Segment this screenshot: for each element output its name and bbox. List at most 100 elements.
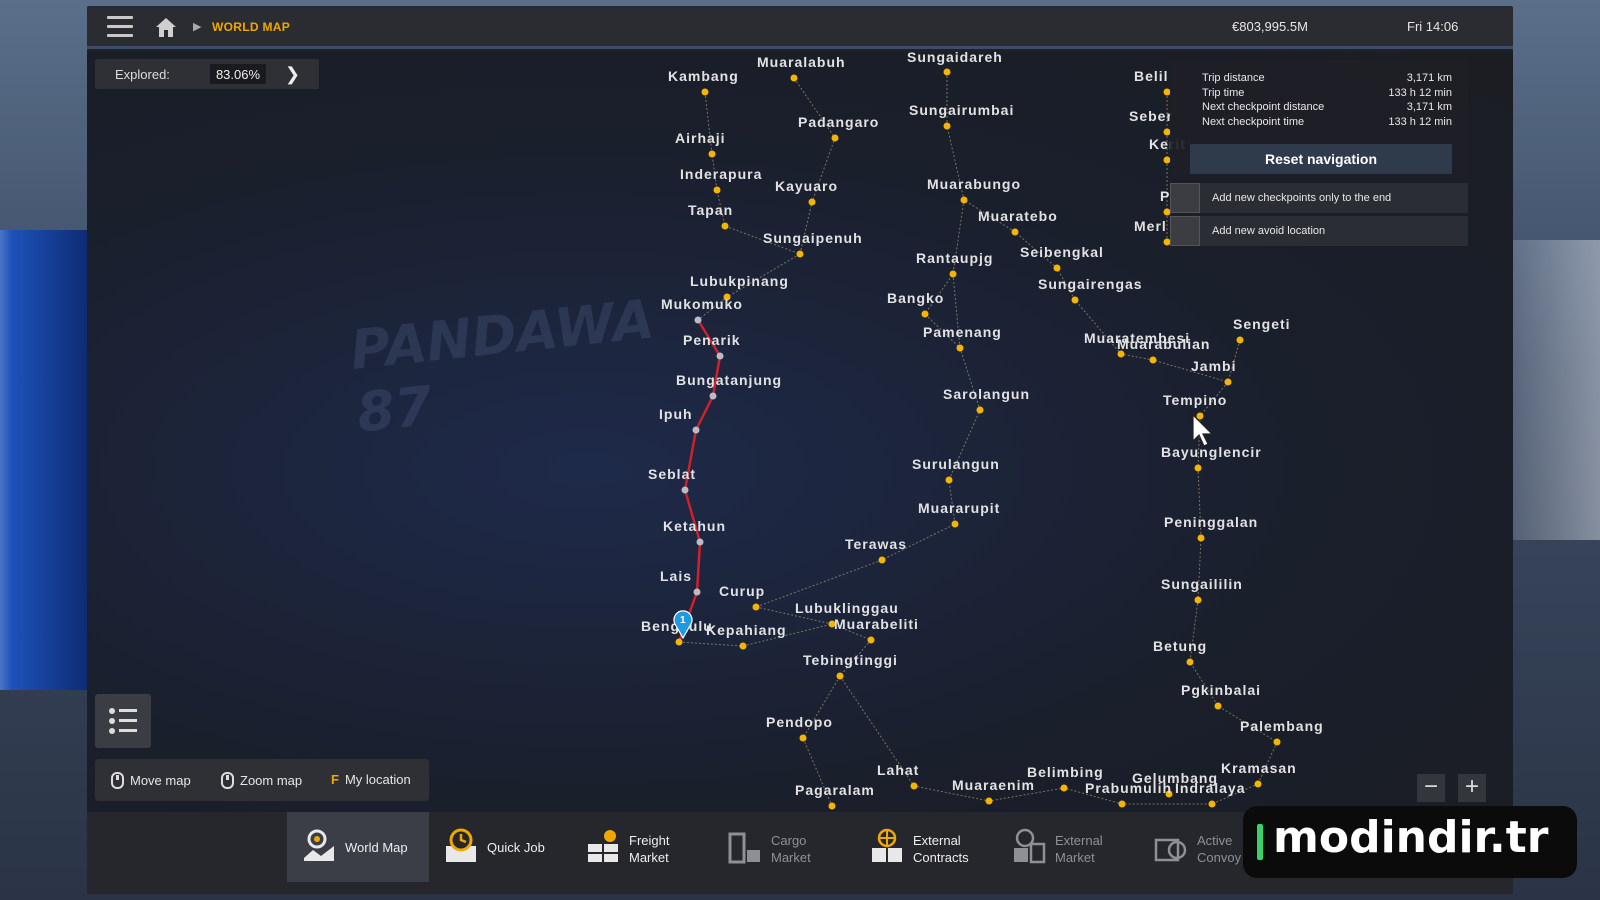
option-avoid-location[interactable]: Add new avoid location — [1170, 216, 1468, 246]
city-dot-bayunglencir[interactable] — [1194, 464, 1202, 472]
city-label-mukomuko[interactable]: Mukomuko — [661, 296, 743, 312]
city-dot-kambang[interactable] — [701, 88, 709, 96]
city-dot-belil[interactable] — [1163, 88, 1171, 96]
city-dot-kerit[interactable] — [1163, 156, 1171, 164]
city-dot-sungairengas[interactable] — [1071, 296, 1079, 304]
city-label-muaraenim[interactable]: Muaraenim — [952, 777, 1035, 793]
city-label-muarabungo[interactable]: Muarabungo — [927, 176, 1021, 192]
city-dot-peninggalan[interactable] — [1197, 534, 1205, 542]
city-label-terawas[interactable]: Terawas — [845, 536, 907, 552]
city-label-muararupit[interactable]: Muararupit — [918, 500, 1000, 516]
city-dot-kramasan[interactable] — [1254, 780, 1262, 788]
city-dot-muaratebo[interactable] — [1011, 228, 1019, 236]
city-dot-sarolangun[interactable] — [976, 406, 984, 414]
city-dot-lahat[interactable] — [910, 782, 918, 790]
city-dot-muarabungo[interactable] — [960, 196, 968, 204]
city-label-surulangun[interactable]: Surulangun — [912, 456, 1000, 472]
city-dot-penarik[interactable] — [716, 352, 724, 360]
city-label-seber[interactable]: Seber — [1129, 108, 1173, 124]
city-dot-padangaro[interactable] — [831, 134, 839, 142]
city-label-seibengkal[interactable]: Seibengkal — [1020, 244, 1104, 260]
city-dot-muarabulian[interactable] — [1149, 356, 1157, 364]
city-label-pamenang[interactable]: Pamenang — [923, 324, 1002, 340]
hamburger-menu-icon[interactable] — [107, 16, 133, 38]
city-dot-ipuh[interactable] — [692, 426, 700, 434]
city-label-rantaupjg[interactable]: Rantaupjg — [916, 250, 993, 266]
city-dot-muarabeliti[interactable] — [867, 636, 875, 644]
city-label-indralaya[interactable]: Indralaya — [1175, 780, 1245, 796]
zoom-in-button[interactable]: + — [1458, 774, 1486, 802]
city-dot-palembang[interactable] — [1273, 738, 1281, 746]
avoid-location-checkbox[interactable] — [1170, 216, 1200, 246]
city-dot-sungairumbai[interactable] — [943, 122, 951, 130]
city-label-bangko[interactable]: Bangko — [887, 290, 944, 306]
city-label-lubuklinggau[interactable]: Lubuklinggau — [795, 600, 899, 616]
zoom-out-button[interactable]: − — [1417, 774, 1445, 802]
dock-quick-job[interactable]: Quick Job — [429, 812, 571, 882]
city-dot-pagaralam[interactable] — [828, 802, 836, 810]
city-dot-sengeti[interactable] — [1236, 336, 1244, 344]
city-dot-muararupit[interactable] — [951, 520, 959, 528]
city-dot-sungaipenuh[interactable] — [796, 250, 804, 258]
city-dot-airhaji[interactable] — [708, 150, 716, 158]
city-label-sungaipenuh[interactable]: Sungaipenuh — [763, 230, 863, 246]
city-label-pagaralam[interactable]: Pagaralam — [795, 782, 875, 798]
city-dot-muaraenim[interactable] — [985, 797, 993, 805]
city-label-lahat[interactable]: Lahat — [877, 762, 919, 778]
city-label-prabumulih[interactable]: Prabumulih — [1085, 780, 1172, 796]
city-dot-betung[interactable] — [1186, 658, 1194, 666]
city-dot-merl[interactable] — [1163, 238, 1171, 246]
city-label-bayunglencir[interactable]: Bayunglencir — [1161, 444, 1262, 460]
city-label-palembang[interactable]: Palembang — [1240, 718, 1324, 734]
city-dot-curup[interactable] — [752, 603, 760, 611]
city-label-tebingtinggi[interactable]: Tebingtinggi — [803, 652, 898, 668]
city-dot-kayuaro[interactable] — [808, 198, 816, 206]
dock-world-map[interactable]: World Map — [287, 812, 429, 882]
city-label-sengeti[interactable]: Sengeti — [1233, 316, 1291, 332]
checkpoint-marker-icon[interactable] — [673, 610, 693, 640]
city-label-jambi[interactable]: Jambi — [1191, 358, 1236, 374]
city-label-belil[interactable]: Belil — [1134, 68, 1169, 84]
city-label-muarabeliti[interactable]: Muarabeliti — [834, 616, 919, 632]
city-dot-terawas[interactable] — [878, 556, 886, 564]
city-label-sungaililin[interactable]: Sungaililin — [1161, 576, 1243, 592]
city-label-muaratembesi[interactable]: Muaratembesi — [1084, 330, 1190, 346]
city-dot-inderapura[interactable] — [713, 186, 721, 194]
city-label-sungairumbai[interactable]: Sungairumbai — [909, 102, 1014, 118]
city-dot-bangko[interactable] — [921, 310, 929, 318]
city-dot-kepahiang[interactable] — [739, 642, 747, 650]
city-label-tapan[interactable]: Tapan — [688, 202, 733, 218]
city-dot-tapan[interactable] — [721, 222, 729, 230]
city-label-bungatanjung[interactable]: Bungatanjung — [676, 372, 782, 388]
city-label-gelumbang[interactable]: Gelumbang — [1132, 770, 1218, 786]
city-dot-pamenang[interactable] — [956, 344, 964, 352]
city-dot-lubukpinang[interactable] — [723, 293, 731, 301]
city-label-pgkinbalai[interactable]: Pgkinbalai — [1181, 682, 1261, 698]
city-label-inderapura[interactable]: Inderapura — [680, 166, 762, 182]
city-dot-sungaililin[interactable] — [1194, 596, 1202, 604]
city-label-sungairengas[interactable]: Sungairengas — [1038, 276, 1143, 292]
city-label-ipuh[interactable]: Ipuh — [659, 406, 693, 422]
checkpoints-end-checkbox[interactable] — [1170, 183, 1200, 213]
city-dot-seibengkal[interactable] — [1053, 264, 1061, 272]
city-label-kambang[interactable]: Kambang — [668, 68, 739, 84]
city-label-lubukpinang[interactable]: Lubukpinang — [690, 273, 789, 289]
city-dot-surulangun[interactable] — [945, 476, 953, 484]
city-label-muaratebo[interactable]: Muaratebo — [978, 208, 1058, 224]
city-dot-lubuklinggau[interactable] — [828, 620, 836, 628]
city-label-merl[interactable]: Merl — [1134, 218, 1167, 234]
city-dot-ketahun[interactable] — [696, 538, 704, 546]
city-label-seblat[interactable]: Seblat — [648, 466, 696, 482]
city-dot-tempino[interactable] — [1196, 412, 1204, 420]
city-label-betung[interactable]: Betung — [1153, 638, 1207, 654]
explored-expand-chevron-icon[interactable]: ❯ — [285, 64, 301, 84]
city-label-padangaro[interactable]: Padangaro — [798, 114, 879, 130]
home-icon[interactable] — [154, 16, 178, 38]
city-dot-gelumbang[interactable] — [1165, 790, 1173, 798]
city-dot-prabumulih[interactable] — [1118, 800, 1126, 808]
city-dot-pendopo[interactable] — [799, 734, 807, 742]
city-label-pendopo[interactable]: Pendopo — [766, 714, 833, 730]
